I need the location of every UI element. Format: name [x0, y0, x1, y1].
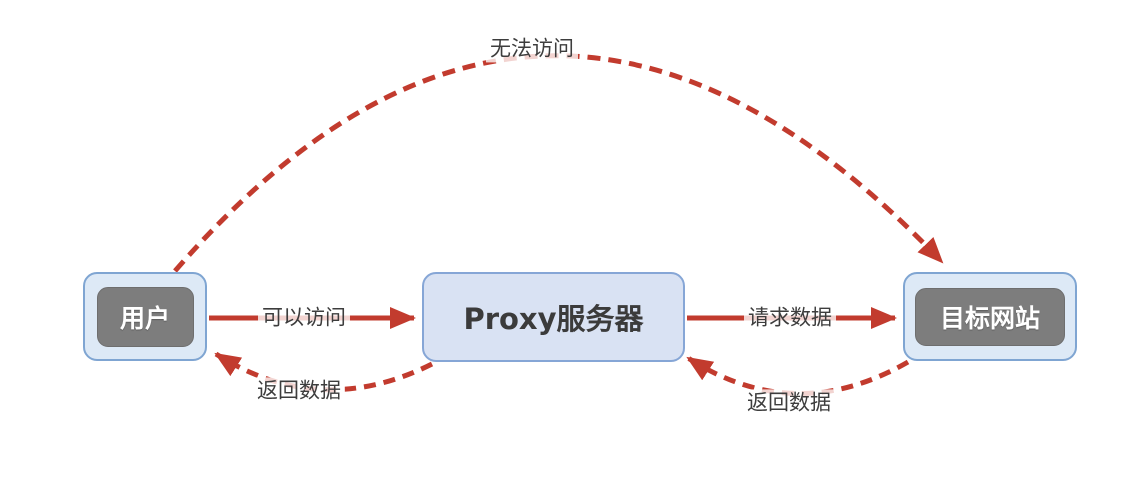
edge-label-no-access: 无法访问	[486, 35, 578, 63]
edge-no-access-path	[173, 53, 944, 273]
edge-label-request-data: 请求数据	[744, 304, 836, 332]
edge-label-can-access: 可以访问	[258, 304, 350, 332]
node-user: 用户	[83, 272, 207, 361]
edge-label-return-data-right: 返回数据	[743, 389, 835, 417]
node-proxy-server: Proxy服务器	[422, 272, 685, 362]
node-target-label: 目标网站	[915, 287, 1065, 346]
node-target-website: 目标网站	[903, 272, 1077, 361]
edge-return-left-path	[214, 351, 434, 393]
node-user-label: 用户	[96, 286, 194, 347]
node-proxy-label: Proxy服务器	[463, 302, 644, 336]
edge-label-return-data-left: 返回数据	[253, 377, 345, 405]
edge-return-right-path	[686, 355, 910, 396]
